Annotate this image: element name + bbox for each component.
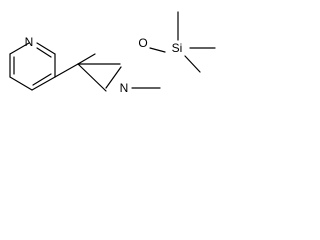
bond-carbon-oxygen [77,53,96,65]
bond-c4-c5 [31,76,56,91]
atom-label-ring-nitrogen: N [25,35,34,49]
bond-c3-c4 [9,76,33,91]
atom-label-oxygen: O [138,36,147,50]
atom-label-silicon: Si [172,41,183,55]
bond-carbon-imine-b [77,63,107,92]
bond-ring-carbon [54,63,79,78]
bond-carbon-imine-c [105,66,122,89]
bond-c6-n1 [36,42,56,55]
bond-silicon-methyl-bottom [184,55,201,73]
structure-diagram: N O Si N [9,11,216,95]
bond-n1-c2 [9,42,30,55]
bond-oxygen-silicon [149,47,166,53]
bond-c4-c5-inner [32,73,52,86]
bond-c6-n1-inner [36,47,52,58]
atom-label-imine-nitrogen: N [120,81,129,95]
